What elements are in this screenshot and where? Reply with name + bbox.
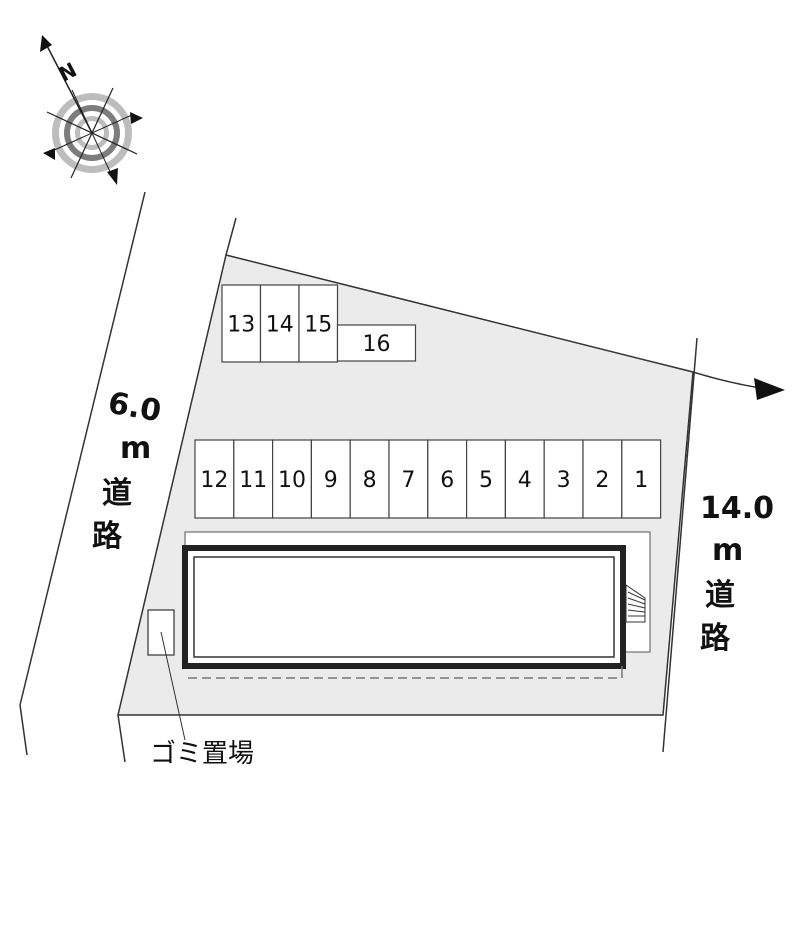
parking-slot-number: 15 xyxy=(304,313,332,338)
garbage-label: ゴミ置場 xyxy=(150,739,254,769)
compass-rose-icon xyxy=(40,35,143,185)
parking-slot-number: 16 xyxy=(363,332,391,357)
parking-slot-number: 13 xyxy=(227,313,255,338)
parking-slot-number: 2 xyxy=(595,468,609,493)
east-road-char-1: 道 xyxy=(705,578,735,613)
parking-slot xyxy=(466,439,507,519)
parking-slot-number: 9 xyxy=(324,468,338,493)
parking-slot-number: 5 xyxy=(479,468,493,493)
parking-slot xyxy=(621,439,662,519)
parking-slot xyxy=(272,439,313,519)
parking-slot xyxy=(194,439,235,519)
staircase-icon xyxy=(625,584,646,623)
parking-slot xyxy=(221,284,262,363)
parking-slot xyxy=(427,439,468,519)
parking-slot-number: 14 xyxy=(266,313,294,338)
parking-slot-number: 8 xyxy=(363,468,377,493)
parking-slot xyxy=(298,284,339,363)
parking-slot-number: 11 xyxy=(239,468,267,493)
west-road-unit: m xyxy=(120,431,151,466)
building-inner-outline xyxy=(193,556,615,658)
west-road-width: 6.0 xyxy=(105,386,163,430)
parking-slot xyxy=(259,284,300,363)
parking-slot xyxy=(388,439,429,519)
road-arrow-head-icon xyxy=(754,378,785,400)
west-road-char-1: 道 xyxy=(102,476,132,511)
west-road-edge-tail xyxy=(19,704,28,756)
parking-slot xyxy=(349,439,390,519)
parking-slot-number: 6 xyxy=(440,468,454,493)
road-direction-arrow xyxy=(692,371,761,389)
garbage-leader-line xyxy=(160,631,186,741)
east-road-width: 14.0 xyxy=(700,491,774,526)
parking-slot xyxy=(582,439,623,519)
parking-slot-number: 12 xyxy=(200,468,228,493)
parking-slot xyxy=(336,324,417,362)
parking-slot-number: 10 xyxy=(278,468,306,493)
lot-south-edge-west xyxy=(117,714,126,763)
parking-slot xyxy=(233,439,274,519)
east-road-unit: m xyxy=(712,533,743,568)
east-road-edge xyxy=(662,337,698,753)
parking-slot xyxy=(504,439,545,519)
building xyxy=(182,545,626,669)
parking-slot xyxy=(543,439,584,519)
west-road-char-2: 路 xyxy=(92,519,123,554)
upper-parking-row: 13 14 15 16 xyxy=(221,284,417,363)
east-road-char-2: 路 xyxy=(700,621,731,656)
parking-slot-number: 4 xyxy=(518,468,532,493)
parking-slot-number: 7 xyxy=(401,468,415,493)
parking-slot-number: 3 xyxy=(557,468,571,493)
lot-west-boundary-ext xyxy=(225,217,237,256)
west-road-edge xyxy=(19,191,146,706)
parking-slot-number: 1 xyxy=(634,468,648,493)
compass-north-label: N xyxy=(55,57,81,86)
